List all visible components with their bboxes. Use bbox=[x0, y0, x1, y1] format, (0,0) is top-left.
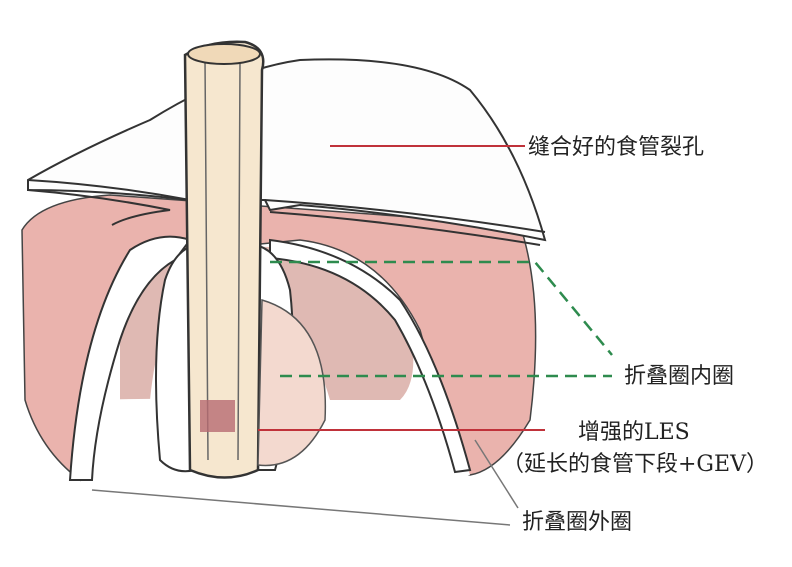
outer-wrap-right bbox=[269, 238, 472, 474]
label-les-detail: （延长的食管下段+GEV） bbox=[502, 452, 768, 477]
label-enhanced-les: 增强的LES bbox=[578, 420, 690, 445]
esophagus-wall bbox=[204, 59, 241, 461]
stomach-bulge bbox=[257, 299, 327, 467]
inner-wrap-left bbox=[155, 243, 196, 473]
diaphragm-edge bbox=[27, 179, 546, 246]
label-outer-wrap: 折叠圈外圈 bbox=[522, 510, 633, 535]
inner-wrap-leader-upper bbox=[270, 260, 613, 356]
outer-wrap-leader-1 bbox=[91, 489, 511, 526]
outer-wrap-leader-2 bbox=[474, 439, 519, 509]
esophagus-opening bbox=[187, 43, 261, 65]
les-zone bbox=[200, 400, 235, 432]
label-sutured-hiatus: 缝合好的食管裂孔 bbox=[528, 135, 705, 160]
label-inner-wrap: 折叠圈内圈 bbox=[624, 364, 735, 389]
